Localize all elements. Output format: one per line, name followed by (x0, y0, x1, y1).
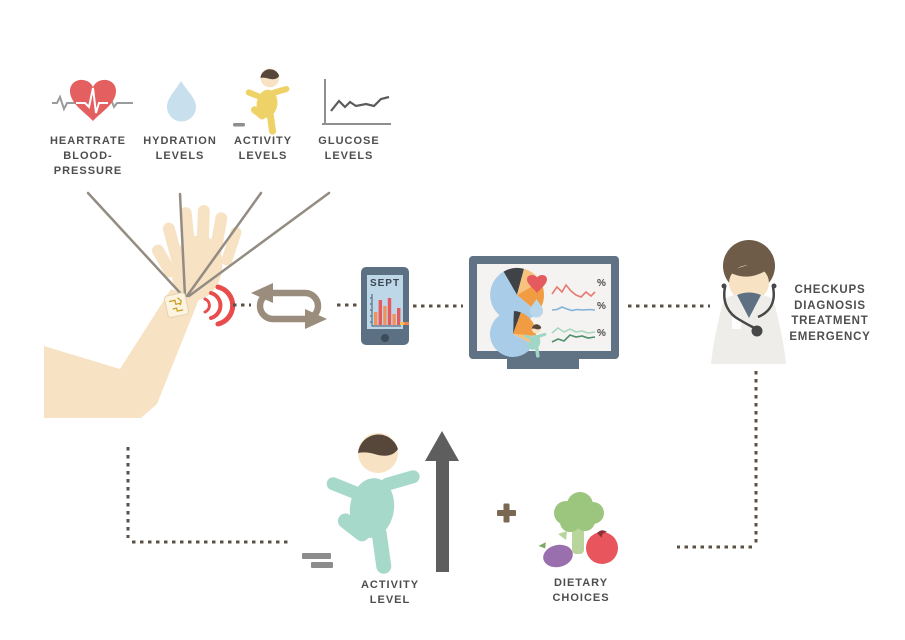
phone-month-label: SEPT (369, 278, 401, 289)
wireless-signal-icon (203, 284, 236, 327)
phone-bar (378, 300, 382, 325)
heartrate-icon (52, 79, 133, 121)
monitor-heart-icon (527, 275, 547, 293)
doctor-label-line: TREATMENT (791, 315, 869, 327)
phone-bar (374, 312, 378, 325)
sensor-label-line: BLOOD- (63, 150, 113, 162)
doctor-label-line: CHECKUPS (794, 284, 866, 296)
stethoscope-icon (721, 283, 777, 337)
phone (361, 267, 409, 345)
vegetables-icon (538, 492, 618, 568)
equals-icon (302, 553, 333, 568)
monitor (469, 256, 619, 369)
sensor-label-line: GLUCOSE (318, 135, 380, 147)
phone-accent-dash (404, 322, 409, 325)
phone-accent-dash (400, 322, 404, 325)
monitor-drop-icon (530, 299, 543, 318)
sensor-label-line: LEVELS (155, 150, 205, 162)
hydration-icon (167, 81, 196, 122)
phone-home-button (381, 334, 389, 342)
sensor-label-heartrate: HEARTRATE BLOOD- PRESSURE (38, 134, 138, 179)
doctor-label-line: DIAGNOSIS (794, 299, 866, 312)
phone-bar (387, 298, 392, 325)
monitor-sparklines (551, 283, 596, 343)
plus-icon (497, 503, 516, 523)
up-arrow-icon (425, 431, 459, 572)
dietary-label-line: DIETARY (553, 577, 609, 589)
eggplant (538, 542, 573, 568)
phone-bar (383, 306, 387, 325)
activity-baby-icon (324, 433, 422, 575)
tomato (586, 530, 618, 564)
dietary-label-line: CHOICES (552, 592, 610, 604)
sensor-label-line: LEVELS (324, 150, 374, 162)
sensor-label-glucose: GLUCOSE LEVELS (299, 134, 399, 164)
glucose-icon (322, 79, 391, 125)
arm (44, 205, 242, 418)
sync-icon (251, 283, 327, 329)
activity-level-label: ACTIVITY LEVEL (350, 578, 430, 608)
monitor-percent-label: % (597, 301, 606, 312)
activity-icon (233, 68, 291, 136)
motion-dash (233, 123, 245, 127)
wearable-patch-icon (164, 292, 190, 318)
doctor-shirt (737, 292, 761, 318)
sensor-label-hydration: HYDRATION LEVELS (130, 134, 230, 164)
sensor-label-line: PRESSURE (53, 165, 123, 177)
monitor-percent-label: % (597, 328, 606, 339)
pie-chart-bottom (490, 310, 536, 357)
phone-bar (392, 314, 396, 325)
sensor-label-line: LEVELS (238, 150, 288, 162)
sensor-label-line: HYDRATION (143, 135, 217, 147)
activity-label-line: LEVEL (369, 594, 411, 606)
sensor-label-line: ACTIVITY (233, 135, 293, 147)
phone-bar (397, 308, 401, 325)
doctor (711, 240, 786, 364)
doctor-label-line: EMERGENCY (789, 330, 871, 343)
phone-bar-chart (374, 298, 401, 325)
sensor-connector-lines (86, 191, 331, 298)
dietary-choices-label: DIETARY CHOICES (539, 576, 623, 606)
activity-label-line: ACTIVITY (360, 579, 420, 591)
doctor-services-label: CHECKUPS DIAGNOSIS TREATMENT EMERGENCY (784, 283, 876, 345)
monitor-percent-label: % (597, 278, 606, 289)
sensor-label-line: HEARTRATE (49, 135, 126, 147)
dotted-connectors (126, 303, 758, 549)
sensor-label-activity: ACTIVITY LEVELS (213, 134, 313, 164)
